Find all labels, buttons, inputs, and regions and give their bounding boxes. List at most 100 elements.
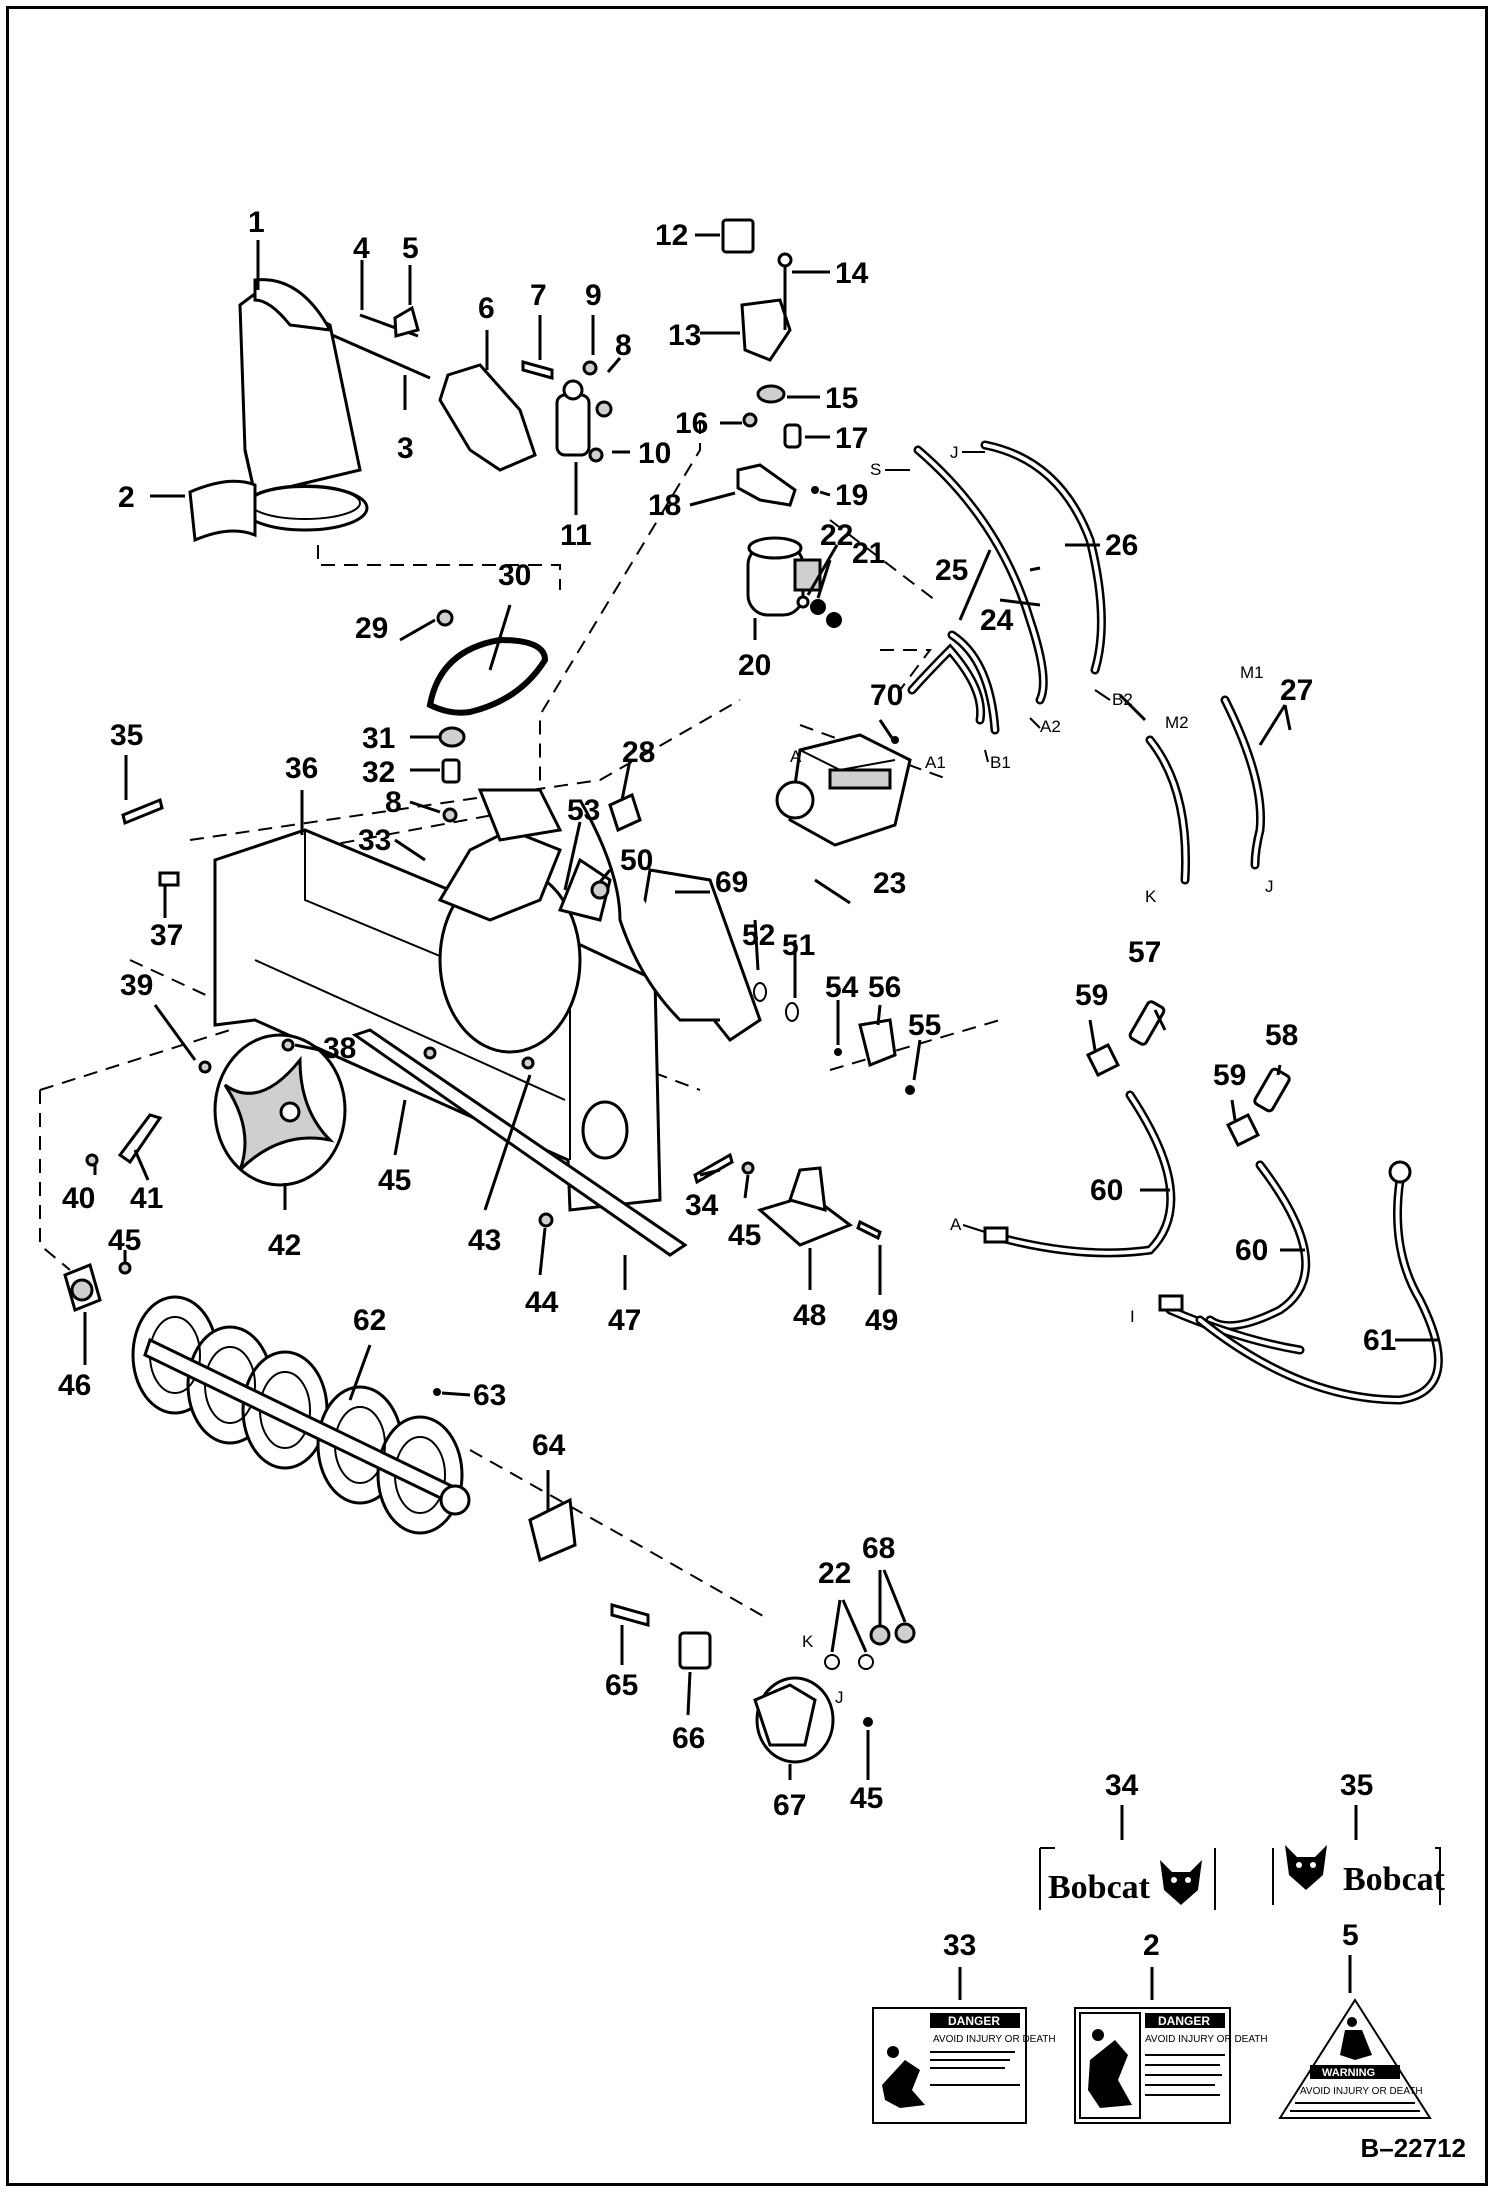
callout-62: 62 xyxy=(353,1304,386,1337)
danger-pictogram-icon xyxy=(1079,2012,1141,2119)
callout-6: 6 xyxy=(478,292,495,325)
housing-assembly xyxy=(121,788,799,1257)
callout-29: 29 xyxy=(355,612,388,645)
tag-a-valve: A xyxy=(790,747,802,766)
callout-66: 66 xyxy=(672,1722,705,1755)
decal-5-text: AVOID INJURY OR DEATH xyxy=(1300,2086,1423,2097)
callout-5-decal: 5 xyxy=(1342,1919,1359,1952)
callout-20: 20 xyxy=(738,649,771,682)
callout-51: 51 xyxy=(782,929,815,962)
tag-a-lower: A xyxy=(950,1215,962,1234)
callout-17: 17 xyxy=(835,422,868,455)
warning-pictogram-icon xyxy=(1340,2017,1372,2060)
callout-30: 30 xyxy=(498,559,531,592)
hydraulic-hoses-lower xyxy=(983,1000,1443,1405)
callout-45-b: 45 xyxy=(728,1219,761,1252)
callout-8-top: 8 xyxy=(615,329,632,362)
callout-22-low: 22 xyxy=(818,1557,851,1590)
callout-59-a: 59 xyxy=(1075,979,1108,1012)
callout-69: 69 xyxy=(715,866,748,899)
callout-63: 63 xyxy=(473,1379,506,1412)
decal-5: WARNING AVOID INJURY OR DEATH xyxy=(1278,1998,1432,2119)
chute-assembly xyxy=(188,278,613,543)
callout-9: 9 xyxy=(585,279,602,312)
callout-57: 57 xyxy=(1128,936,1161,969)
callout-40: 40 xyxy=(62,1182,95,1215)
callout-35: 35 xyxy=(110,719,143,752)
tag-j-mid: J xyxy=(1265,877,1274,896)
callout-27: 27 xyxy=(1280,674,1313,707)
decal-2: DANGER AVOID INJURY OR DEATH xyxy=(1074,2007,1268,2124)
decal-5-warning: WARNING xyxy=(1322,2067,1375,2079)
callout-45-d: 45 xyxy=(850,1782,883,1815)
callout-14: 14 xyxy=(835,257,869,290)
callout-39: 39 xyxy=(120,969,153,1002)
callout-11: 11 xyxy=(560,519,592,552)
callouts: 1 2 3 4 5 6 7 9 8 10 11 12 13 14 15 16 1… xyxy=(58,206,1396,1962)
tag-s: S xyxy=(870,460,881,479)
callout-36: 36 xyxy=(285,752,318,785)
bobcat-logo-icon xyxy=(1160,1860,1202,1905)
callout-31: 31 xyxy=(362,722,395,755)
callout-15: 15 xyxy=(825,382,858,415)
callout-18: 18 xyxy=(648,489,681,522)
tag-k-top: K xyxy=(1145,887,1157,906)
callout-70: 70 xyxy=(870,679,903,712)
tag-j-motor: J xyxy=(835,1688,844,1707)
danger-pictogram-icon xyxy=(882,2046,925,2108)
callout-24: 24 xyxy=(980,604,1014,637)
callout-50: 50 xyxy=(620,844,653,877)
tag-m1: M1 xyxy=(1240,663,1264,682)
callout-44: 44 xyxy=(525,1286,559,1319)
tag-k-motor: K xyxy=(802,1632,814,1651)
decal-34: Bobcat xyxy=(1039,1847,1216,1910)
decal-33-danger: DANGER xyxy=(948,2014,1000,2028)
callout-45-c: 45 xyxy=(108,1224,141,1257)
callout-38: 38 xyxy=(323,1032,356,1065)
callout-19: 19 xyxy=(835,479,868,512)
tag-a2: A2 xyxy=(1040,717,1061,736)
callout-12: 12 xyxy=(655,219,688,252)
callout-61: 61 xyxy=(1363,1324,1396,1357)
callout-26: 26 xyxy=(1105,529,1138,562)
callout-33: 33 xyxy=(358,824,391,857)
callout-37: 37 xyxy=(150,919,183,952)
diagram-frame xyxy=(6,6,1488,2186)
callout-59-b: 59 xyxy=(1213,1059,1246,1092)
callout-5: 5 xyxy=(402,232,419,265)
callout-22-top: 22 xyxy=(820,519,853,552)
decal-35: Bobcat xyxy=(1272,1845,1446,1905)
mount-bracket xyxy=(741,1018,915,1247)
callout-54: 54 xyxy=(825,971,859,1004)
callout-60-b: 60 xyxy=(1235,1234,1268,1267)
callout-53: 53 xyxy=(567,794,600,827)
hydraulic-hoses-upper xyxy=(907,440,1266,885)
assembly-lines xyxy=(39,420,1001,1621)
decal-2-danger: DANGER xyxy=(1158,2014,1210,2028)
callout-46: 46 xyxy=(58,1369,91,1402)
callout-1: 1 xyxy=(248,206,265,239)
callout-42: 42 xyxy=(268,1229,301,1262)
callout-67: 67 xyxy=(773,1789,806,1822)
callout-2: 2 xyxy=(118,481,135,514)
callout-16: 16 xyxy=(675,407,708,440)
callout-28: 28 xyxy=(622,736,655,769)
callout-68: 68 xyxy=(862,1532,895,1565)
callout-65: 65 xyxy=(605,1669,638,1702)
callout-43: 43 xyxy=(468,1224,501,1257)
decal-35-brand: Bobcat xyxy=(1343,1861,1446,1898)
drawing-reference-number: B–22712 xyxy=(1360,2133,1466,2163)
tag-m2: M2 xyxy=(1165,713,1189,732)
tag-i: I xyxy=(1130,1307,1135,1326)
callout-34-decal: 34 xyxy=(1105,1769,1139,1802)
callout-56: 56 xyxy=(868,971,901,1004)
callout-7: 7 xyxy=(530,279,547,312)
hose-tags: S J B2 A2 B1 A1 A M1 M2 K J A I K J xyxy=(790,443,1274,1707)
callout-21: 21 xyxy=(852,537,885,570)
rotator-assembly xyxy=(721,218,842,628)
callout-25: 25 xyxy=(935,554,968,587)
decal-33: DANGER AVOID INJURY OR DEATH xyxy=(872,2007,1056,2124)
callout-2-decal: 2 xyxy=(1143,1929,1160,1962)
callout-23: 23 xyxy=(873,867,906,900)
tag-b1: B1 xyxy=(990,753,1011,772)
